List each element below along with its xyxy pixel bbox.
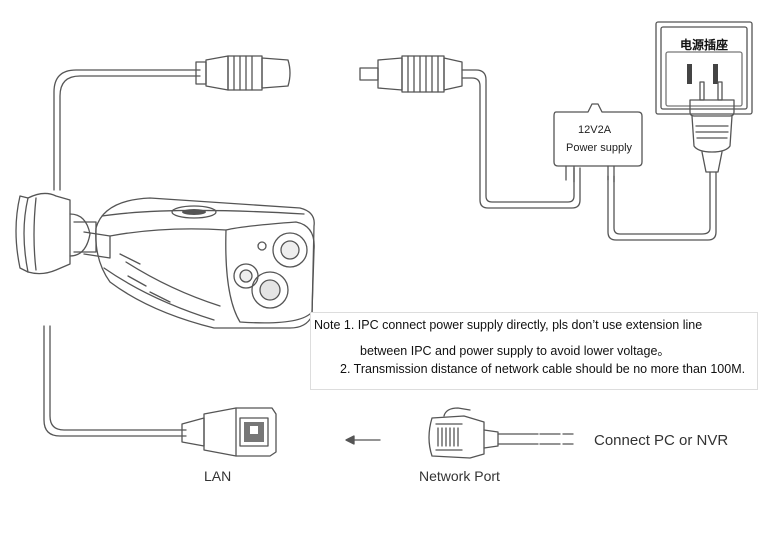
dc-plug-icon (359, 55, 463, 93)
camera-power-cable (53, 69, 201, 191)
power-supply-rating: 12V2A (578, 124, 612, 136)
wall-outlet-icon (655, 21, 753, 115)
network-port-label: Network Port (419, 468, 500, 484)
note-line-1: Note 1. IPC connect power supply directl… (314, 318, 703, 332)
lan-label: LAN (204, 468, 232, 484)
arrow-left-icon (345, 435, 381, 445)
lan-cable (43, 325, 187, 437)
rj45-port-icon (181, 407, 277, 457)
outlet-label: 电源插座 (680, 38, 729, 52)
connect-pc-nvr-label: Connect PC or NVR (594, 432, 729, 449)
bullet-camera-icon (15, 192, 315, 329)
power-supply-label: Power supply (566, 142, 633, 154)
mains-plug-icon (689, 81, 735, 173)
power-adapter-icon (553, 103, 643, 183)
adapter-output-cable (461, 69, 581, 209)
adapter-input-cable (607, 171, 717, 241)
note-box (310, 312, 758, 390)
dc-jack-icon (195, 55, 291, 91)
rj45-plug-icon (428, 407, 581, 459)
note-line-3: 2. Transmission distance of network cabl… (340, 362, 746, 376)
note-line-2: between IPC and power supply to avoid lo… (360, 344, 670, 358)
